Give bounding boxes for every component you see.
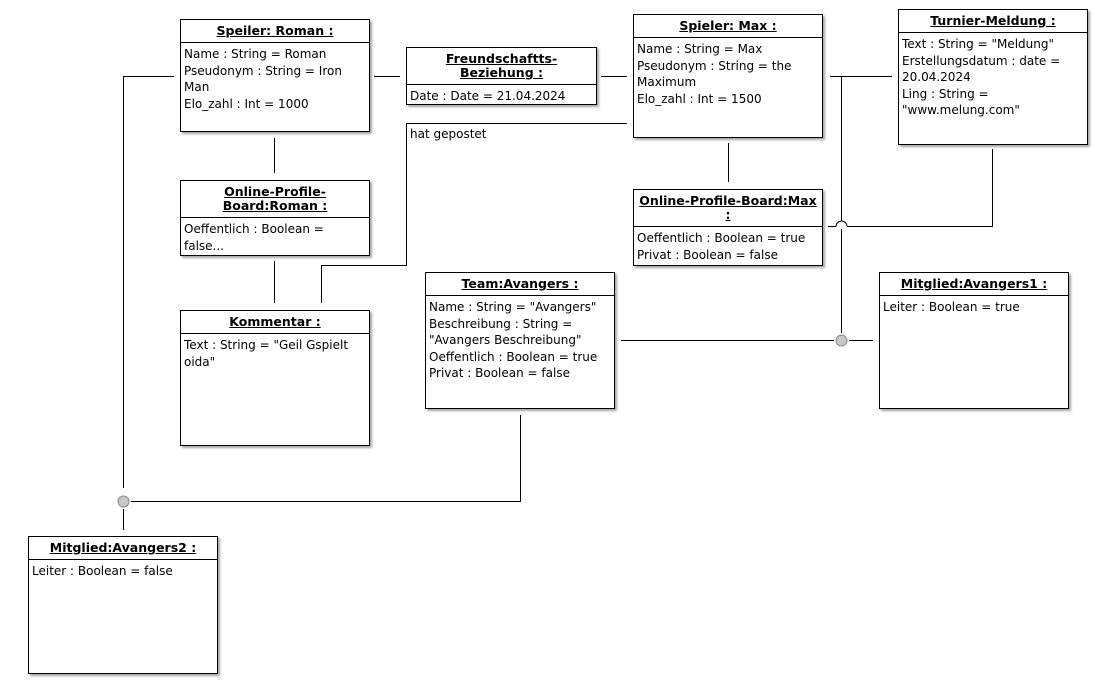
attribute-oeffentlich: Oeffentlich : Boolean = false... <box>184 222 324 253</box>
attribute-date: Date : Date = 21.04.2024 <box>410 89 566 103</box>
link-roman-mitglied2 <box>123 76 174 488</box>
object-mitglied-avangers2[interactable]: Mitglied:Avangers2 : Leiter : Boolean = … <box>28 536 218 674</box>
link-kommentar-max <box>321 123 627 303</box>
attribute-pseudonym: Pseudonym : String = Iron Man <box>184 63 342 95</box>
object-online-profile-board-max[interactable]: Online-Profile-Board:Max : Oeffentlich :… <box>633 189 823 266</box>
attribute-elo-zahl: Elo_zahl : Int = 1000 <box>184 96 309 111</box>
attribute-text: Text : String = "Geil Gspielt oida" <box>184 338 349 369</box>
object-title: Turnier-Meldung : <box>899 10 1087 33</box>
attribute-privat: Privat : Boolean = false <box>429 366 570 380</box>
object-title: Mitglied:Avangers2 : <box>29 537 217 560</box>
junction-dot-mitglied1 <box>835 334 848 347</box>
object-title: Online-Profile-Board:Max : <box>634 190 822 227</box>
object-kommentar[interactable]: Kommentar : Text : String = "Geil Gspiel… <box>180 310 370 446</box>
attribute-erstellungsdatum: Erstellungsdatum : date = 20.04.2024 <box>902 53 1061 85</box>
attribute-leiter: Leiter : Boolean = true <box>883 300 1020 314</box>
object-title: Speiler: Roman : <box>181 20 369 43</box>
junction-dot-mitglied2 <box>117 495 130 508</box>
attribute-link: Ling : String = "www.melung.com" <box>902 86 1020 118</box>
object-title: Team:Avangers : <box>426 273 614 296</box>
attribute-name: Name : String = Roman <box>184 47 327 61</box>
object-title: Kommentar : <box>181 311 369 334</box>
association-label-hat-gepostet: hat gepostet <box>410 127 487 141</box>
object-team-avangers[interactable]: Team:Avangers : Name : String = "Avanger… <box>425 272 615 409</box>
object-turnier-meldung[interactable]: Turnier-Meldung : Text : String = "Meldu… <box>898 9 1088 145</box>
object-mitglied-avangers1[interactable]: Mitglied:Avangers1 : Leiter : Boolean = … <box>879 272 1069 409</box>
attribute-beschreibung: Beschreibung : String = "Avangers Beschr… <box>429 316 582 348</box>
attribute-elo-zahl: Elo_zahl : Int = 1500 <box>637 91 762 106</box>
attribute-oeffentlich: Oeffentlich : Boolean = true <box>429 349 598 364</box>
object-title: Freundschaftts-Beziehung : <box>407 48 596 85</box>
link-profile-turnier-b <box>847 149 993 227</box>
attribute-pseudonym: Pseudonym : String = the Maximum <box>637 58 792 90</box>
object-title: Mitglied:Avangers1 : <box>880 273 1068 296</box>
line-jump-arc <box>835 220 848 227</box>
object-online-profile-board-roman[interactable]: Online-Profile-Board:Roman : Oeffentlich… <box>180 180 370 256</box>
object-freundschafts-beziehung[interactable]: Freundschaftts-Beziehung : Date : Date =… <box>406 47 597 105</box>
attribute-leiter: Leiter : Boolean = false <box>32 564 173 578</box>
object-title: Online-Profile-Board:Roman : <box>181 181 369 218</box>
attribute-name: Name : String = "Avangers" <box>429 300 597 314</box>
attribute-privat: Privat : Boolean = false <box>637 247 778 262</box>
attribute-text: Text : String = "Meldung" <box>902 37 1054 51</box>
object-speiler-roman[interactable]: Speiler: Roman : Name : String = Roman P… <box>180 19 370 132</box>
attribute-name: Name : String = Max <box>637 42 763 56</box>
link-team-mitglied2 <box>131 415 521 502</box>
object-title: Spieler: Max : <box>634 15 822 38</box>
attribute-oeffentlich: Oeffentlich : Boolean = true <box>637 231 806 245</box>
object-spieler-max[interactable]: Spieler: Max : Name : String = Max Pseud… <box>633 14 823 138</box>
